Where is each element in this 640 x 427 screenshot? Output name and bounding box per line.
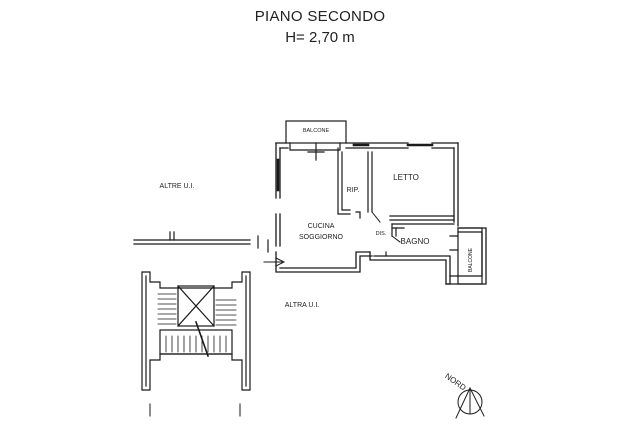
ceiling-height: H= 2,70 m	[285, 29, 355, 46]
floor-title: PIANO SECONDO	[254, 8, 386, 25]
label-altre-ui: ALTRE U.I.	[160, 183, 195, 190]
balcony-right	[449, 227, 483, 285]
windows	[276, 143, 434, 192]
entrance-arrow	[263, 257, 286, 267]
label-dis: DIS.	[376, 231, 387, 237]
internal-partitions	[337, 147, 455, 257]
stairwell	[141, 271, 251, 417]
neighbour-wall	[133, 231, 269, 253]
label-balcone-right: BALCONE	[468, 247, 474, 272]
apartment-outer-walls	[275, 142, 487, 285]
compass	[455, 386, 485, 419]
compass-label: NORD	[443, 372, 468, 393]
label-bagno: BAGNO	[401, 237, 430, 246]
doors	[371, 211, 401, 243]
label-balcone-top: BALCONE	[303, 128, 330, 134]
label-altra-ui: ALTRA U.I.	[285, 302, 320, 309]
balcony-top	[285, 120, 347, 161]
label-soggiorno: SOGGIORNO	[299, 234, 344, 241]
label-cucina: CUCINA	[308, 223, 335, 230]
label-rip: RIP.	[347, 187, 360, 194]
label-letto: LETTO	[393, 173, 419, 182]
